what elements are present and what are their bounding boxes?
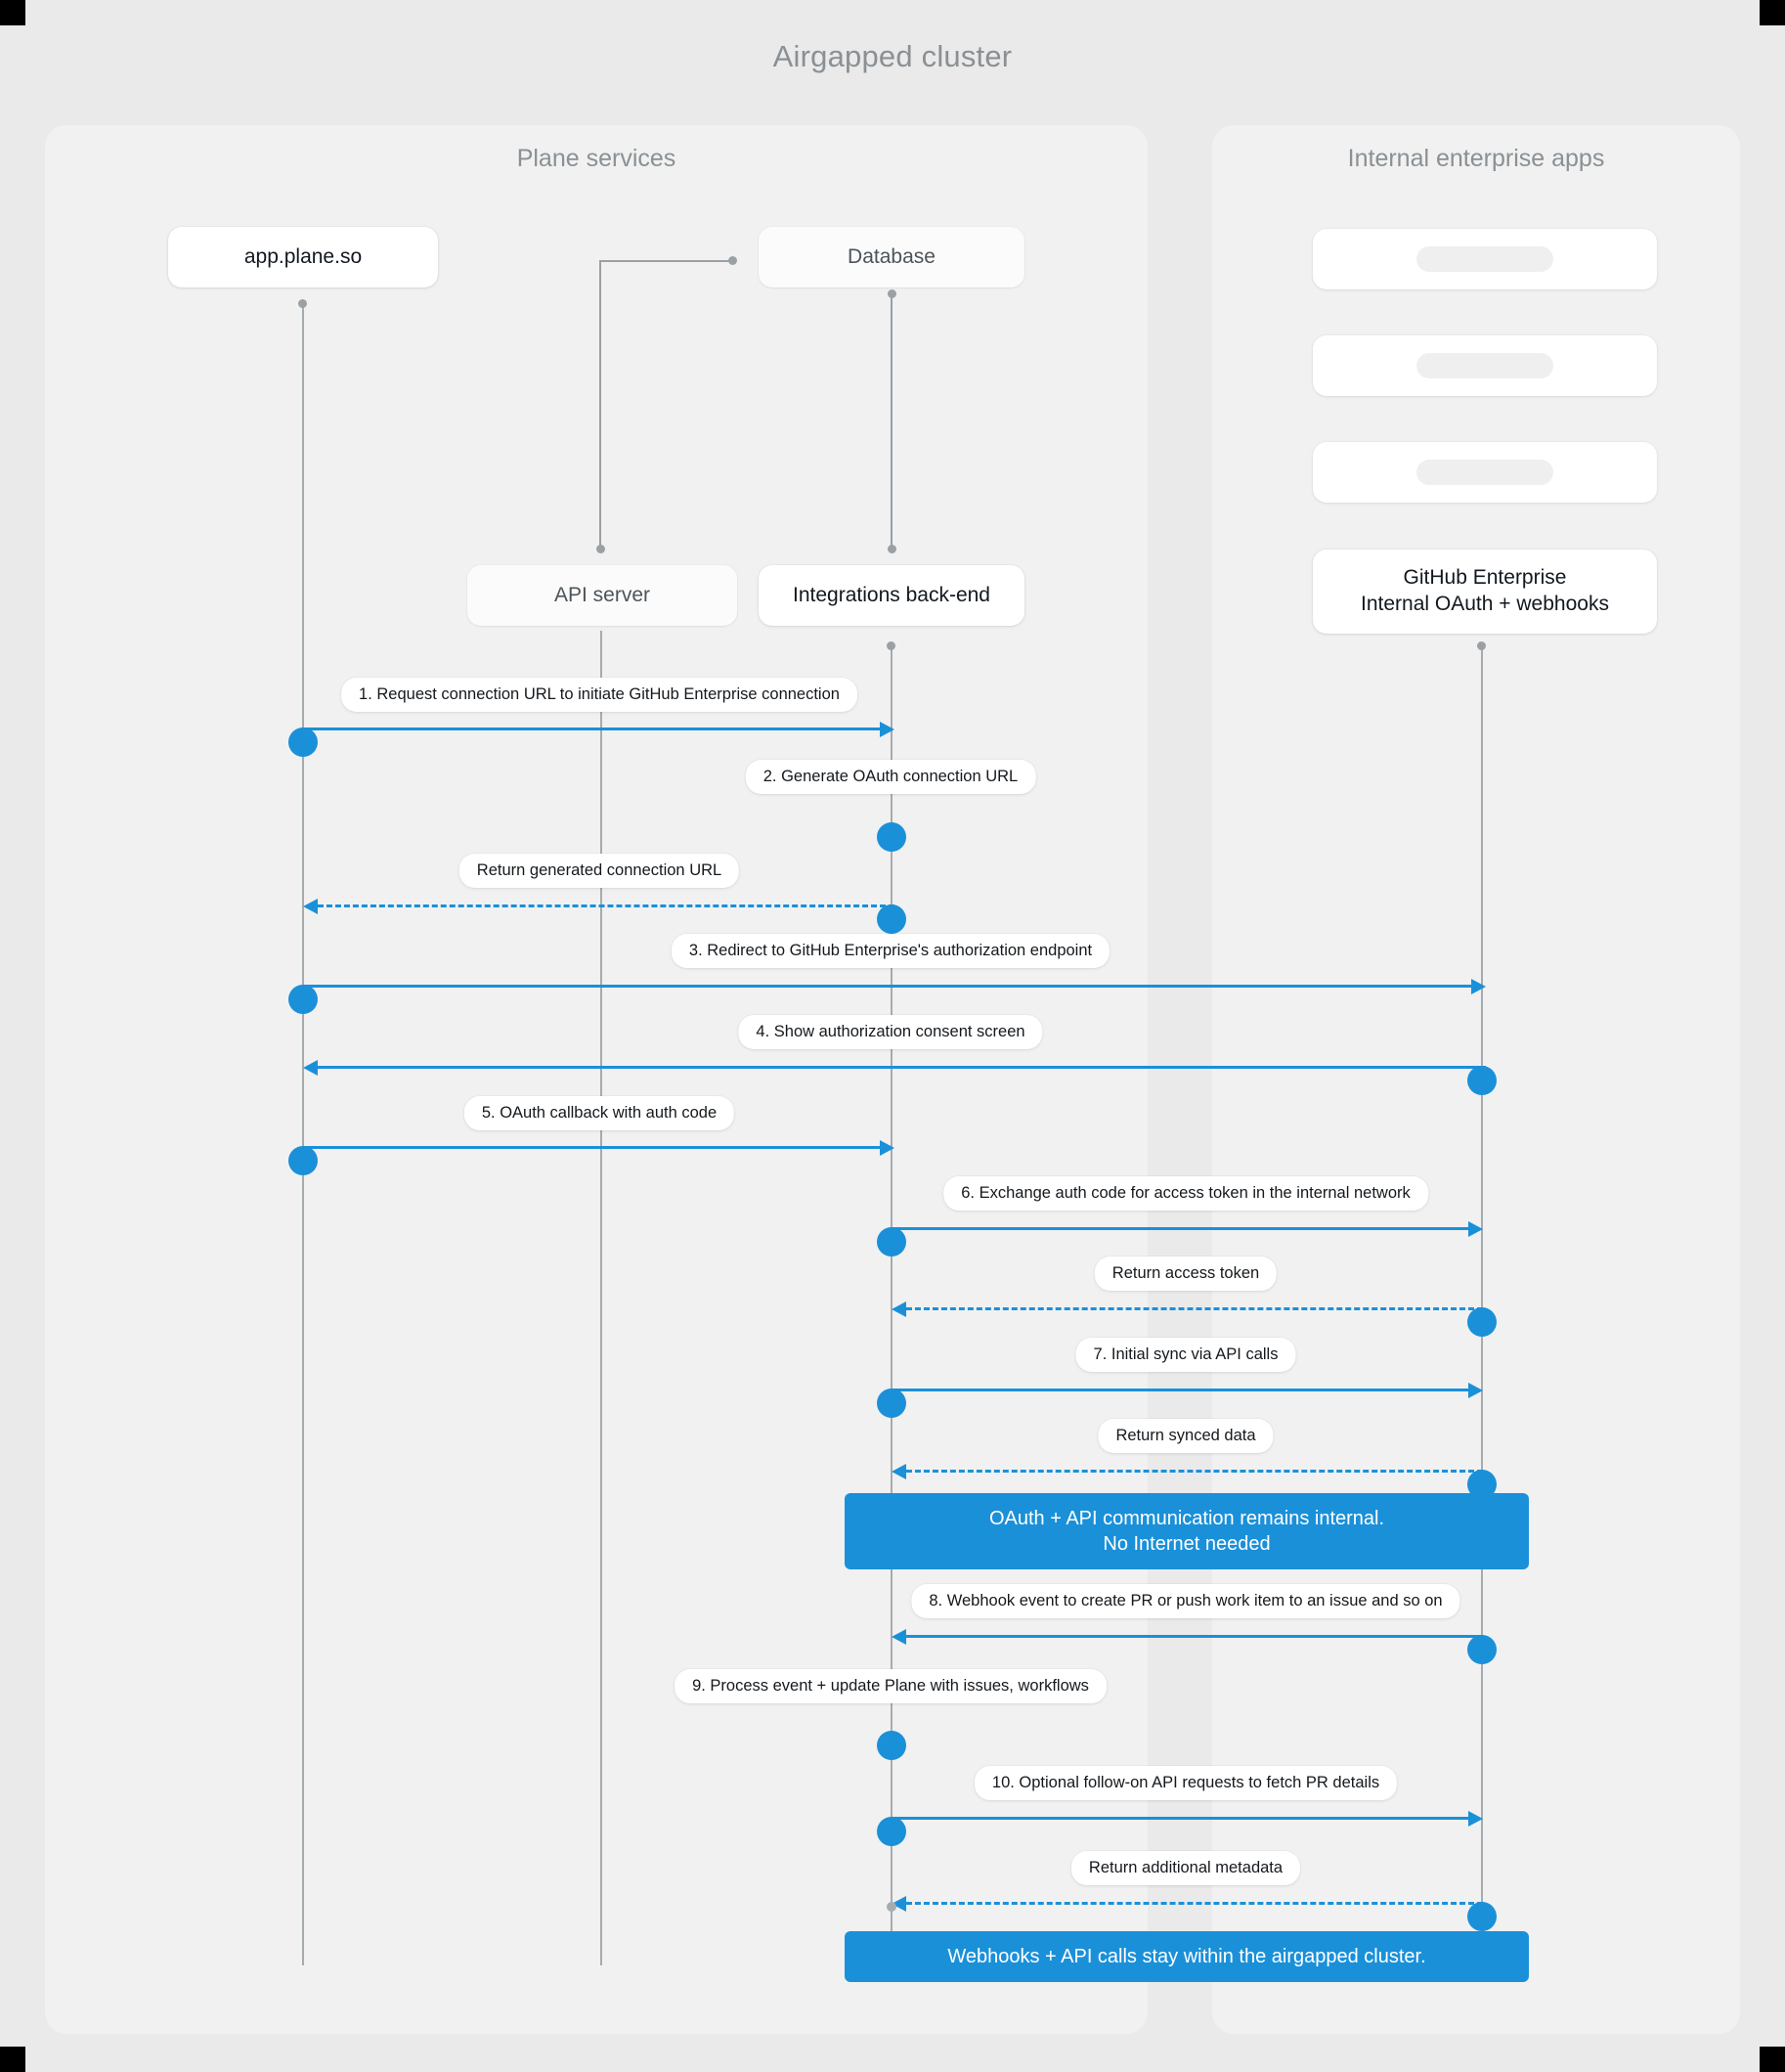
connector-dot-api-server bbox=[596, 545, 605, 553]
arrow-line bbox=[906, 1635, 1483, 1638]
activation-dot-6 bbox=[288, 1146, 318, 1175]
arrow-line bbox=[892, 1227, 1468, 1230]
crop-mark-bottom-right bbox=[1760, 2047, 1785, 2072]
connector-dot-database-bottom bbox=[888, 289, 896, 298]
arrow-line bbox=[892, 1389, 1468, 1391]
node-integrations-backend[interactable]: Integrations back-end bbox=[759, 565, 1024, 626]
crop-mark-top-right bbox=[1760, 0, 1785, 25]
message-label-3: Return generated connection URL bbox=[458, 854, 740, 888]
placeholder-app-box-3 bbox=[1313, 442, 1657, 503]
arrow-head-right-icon bbox=[1468, 1383, 1483, 1398]
activation-dot-3 bbox=[877, 904, 906, 934]
arrow-head-left-icon bbox=[892, 1301, 906, 1317]
crop-mark-bottom-left bbox=[0, 2047, 25, 2072]
arrow-line bbox=[906, 1307, 1483, 1310]
node-github-line2: Internal OAuth + webhooks bbox=[1361, 593, 1609, 615]
node-github-line1: GitHub Enterprise bbox=[1403, 566, 1567, 590]
arrow-line bbox=[906, 1470, 1483, 1473]
note-line1: OAuth + API communication remains intern… bbox=[988, 1507, 1385, 1529]
note-oauth-internal: OAuth + API communication remains intern… bbox=[845, 1493, 1529, 1569]
node-github-enterprise[interactable]: GitHub Enterprise Internal OAuth + webho… bbox=[1313, 550, 1657, 634]
connector-database-to-integrations bbox=[891, 293, 892, 546]
panel-title-plane-services: Plane services bbox=[516, 145, 676, 172]
arrow-line bbox=[906, 1902, 1483, 1905]
message-label-10: Return synced data bbox=[1098, 1419, 1274, 1453]
crop-mark-top-left bbox=[0, 0, 39, 39]
activation-dot-11 bbox=[1467, 1635, 1497, 1664]
message-label-1: 1. Request connection URL to initiate Gi… bbox=[341, 678, 857, 712]
arrow-head-left-icon bbox=[303, 1060, 318, 1076]
skeleton-bar bbox=[1415, 246, 1554, 272]
skeleton-bar bbox=[1415, 460, 1554, 485]
arrow-head-left-icon bbox=[892, 1629, 906, 1645]
connector-dot-database bbox=[728, 256, 737, 265]
activation-dot-12 bbox=[877, 1731, 906, 1760]
arrow-line bbox=[303, 985, 1471, 988]
connector-dot-integrations-top bbox=[888, 545, 896, 553]
lifeline-api-server bbox=[600, 631, 602, 1965]
placeholder-app-box-2 bbox=[1313, 335, 1657, 396]
lifeline-cap-github-enterprise bbox=[1477, 641, 1486, 650]
activation-dot-8 bbox=[1467, 1307, 1497, 1337]
lifeline-app-plane-so bbox=[302, 303, 304, 1965]
message-label-6: 5. OAuth callback with auth code bbox=[463, 1096, 735, 1130]
arrow-line bbox=[892, 1817, 1468, 1820]
arrow-head-right-icon bbox=[1468, 1221, 1483, 1237]
lifeline-github-enterprise bbox=[1481, 645, 1483, 1965]
page-title: Airgapped cluster bbox=[772, 39, 1013, 73]
activation-dot-2 bbox=[877, 822, 906, 852]
arrow-head-left-icon bbox=[303, 899, 318, 914]
activation-dot-9 bbox=[877, 1389, 906, 1418]
message-label-13: 10. Optional follow-on API requests to f… bbox=[974, 1766, 1398, 1800]
arrow-line bbox=[318, 1066, 1486, 1069]
note-line1: Webhooks + API calls stay within the air… bbox=[947, 1945, 1426, 1967]
activation-dot-13 bbox=[877, 1817, 906, 1846]
arrow-head-left-icon bbox=[892, 1464, 906, 1479]
placeholder-app-box-1 bbox=[1313, 229, 1657, 289]
skeleton-bar bbox=[1415, 353, 1554, 378]
activation-dot-14 bbox=[1467, 1902, 1497, 1931]
connector-database-to-api-server-h bbox=[599, 260, 732, 262]
message-label-7: 6. Exchange auth code for access token i… bbox=[943, 1176, 1428, 1211]
activation-dot-7 bbox=[877, 1227, 906, 1256]
message-label-2: 2. Generate OAuth connection URL bbox=[745, 760, 1036, 794]
arrow-head-right-icon bbox=[1471, 979, 1486, 994]
connector-database-to-api-server-v bbox=[599, 260, 601, 549]
message-label-9: 7. Initial sync via API calls bbox=[1075, 1338, 1296, 1372]
arrow-head-right-icon bbox=[880, 722, 894, 737]
panel-plane-services bbox=[45, 125, 1148, 2034]
arrow-head-right-icon bbox=[1468, 1811, 1483, 1827]
message-label-12: 9. Process event + update Plane with iss… bbox=[675, 1669, 1107, 1703]
activation-dot-5 bbox=[1467, 1066, 1497, 1095]
arrow-line bbox=[303, 727, 880, 730]
message-label-4: 3. Redirect to GitHub Enterprise's autho… bbox=[671, 934, 1110, 968]
node-app-plane-so[interactable]: app.plane.so bbox=[168, 227, 438, 287]
arrow-line bbox=[303, 1146, 880, 1149]
message-label-5: 4. Show authorization consent screen bbox=[738, 1015, 1043, 1049]
activation-dot-14-grey bbox=[887, 1902, 896, 1912]
lifeline-cap-app-plane-so bbox=[298, 299, 307, 308]
note-line2: No Internet needed bbox=[1103, 1533, 1271, 1555]
node-database[interactable]: Database bbox=[759, 227, 1024, 287]
activation-dot-1 bbox=[288, 727, 318, 757]
lifeline-cap-integrations-backend bbox=[887, 641, 895, 650]
arrow-line bbox=[318, 904, 894, 907]
activation-dot-4 bbox=[288, 985, 318, 1014]
node-api-server[interactable]: API server bbox=[467, 565, 737, 626]
panel-title-internal-enterprise-apps: Internal enterprise apps bbox=[1347, 145, 1605, 172]
message-label-8: Return access token bbox=[1094, 1256, 1278, 1291]
message-label-14: Return additional metadata bbox=[1070, 1851, 1301, 1885]
arrow-head-right-icon bbox=[880, 1140, 894, 1156]
message-label-11: 8. Webhook event to create PR or push wo… bbox=[911, 1584, 1460, 1618]
note-webhooks-airgapped: Webhooks + API calls stay within the air… bbox=[845, 1931, 1529, 1982]
